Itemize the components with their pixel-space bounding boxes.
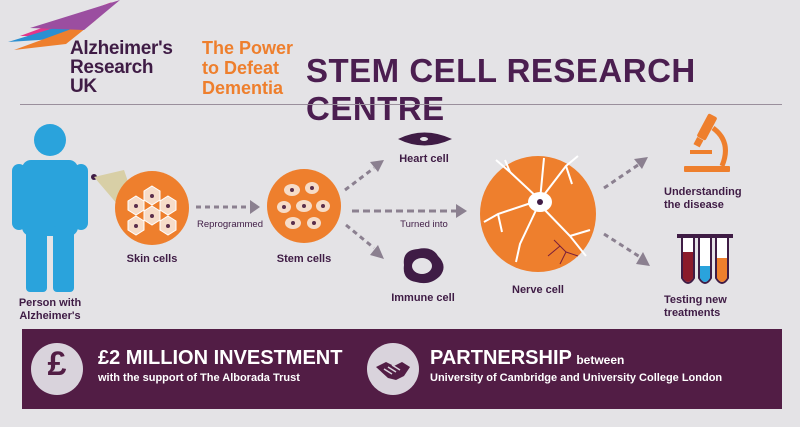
logo-swoosh-icon <box>8 0 120 50</box>
immune-cell-label: Immune cell <box>391 292 455 304</box>
heart-cell-icon <box>398 132 452 146</box>
testing-arrow <box>603 232 650 266</box>
person-icon <box>12 124 97 292</box>
tagline-line: The Power <box>202 38 294 58</box>
header-divider <box>20 104 782 105</box>
understanding-label-line: the disease <box>664 199 724 211</box>
pound-icon <box>31 343 83 395</box>
page-title: STEM CELL RESEARCH CENTRE <box>306 52 696 127</box>
understanding-label: Understanding the disease <box>664 186 764 212</box>
logo-line: Alzheimer's <box>70 38 173 59</box>
process-diagram <box>12 113 733 292</box>
skin-cells-label: Skin cells <box>126 253 178 265</box>
tagline-line: Dementia <box>202 78 284 98</box>
investment-subtext: with the support of The Alborada Trust <box>98 372 300 384</box>
microscope-icon <box>684 113 730 172</box>
pound-glyph: £ <box>47 345 67 383</box>
investment-heading: £2 MILLION INVESTMENT <box>98 347 343 369</box>
turned-into-label: Turned into <box>400 219 448 230</box>
understanding-arrow <box>603 157 648 190</box>
logo-line: Research <box>70 57 154 78</box>
logo-line: UK <box>70 76 97 97</box>
testing-label-line: Testing new <box>664 294 727 306</box>
person-label: Person with Alzheimer's <box>0 297 100 323</box>
partnership-heading: PARTNERSHIP <box>430 347 572 369</box>
reprogrammed-label: Reprogrammed <box>197 219 263 230</box>
nerve-cell-icon <box>480 155 596 272</box>
stem-cells-label: Stem cells <box>276 253 332 265</box>
testing-label-line: treatments <box>664 307 721 319</box>
handshake-icon <box>367 343 419 395</box>
person-label-line: Alzheimer's <box>19 310 81 322</box>
test-tubes-icon <box>677 234 733 284</box>
stem-cells-icon <box>267 169 341 243</box>
nerve-cell-arrow <box>352 204 467 218</box>
partnership-between: between <box>576 353 625 367</box>
immune-cell-arrow <box>345 223 384 259</box>
nerve-cell-label: Nerve cell <box>512 284 564 296</box>
skin-cells-icon <box>115 171 189 245</box>
person-label-line: Person with <box>18 297 82 309</box>
logo-wordmark: Alzheimer's Research UK <box>70 39 173 96</box>
understanding-label-line: Understanding <box>664 186 742 198</box>
tagline: The Power to Defeat Dementia <box>202 38 293 98</box>
partnership-heading-row: PARTNERSHIP between <box>430 347 624 370</box>
tagline-line: to Defeat <box>202 58 280 78</box>
reprogrammed-arrow <box>196 200 260 214</box>
immune-cell-icon <box>403 248 444 284</box>
heart-cell-arrow <box>344 160 384 192</box>
partnership-subtext: University of Cambridge and University C… <box>430 372 723 384</box>
heart-cell-label: Heart cell <box>399 153 449 165</box>
testing-label: Testing new treatments <box>664 294 764 320</box>
